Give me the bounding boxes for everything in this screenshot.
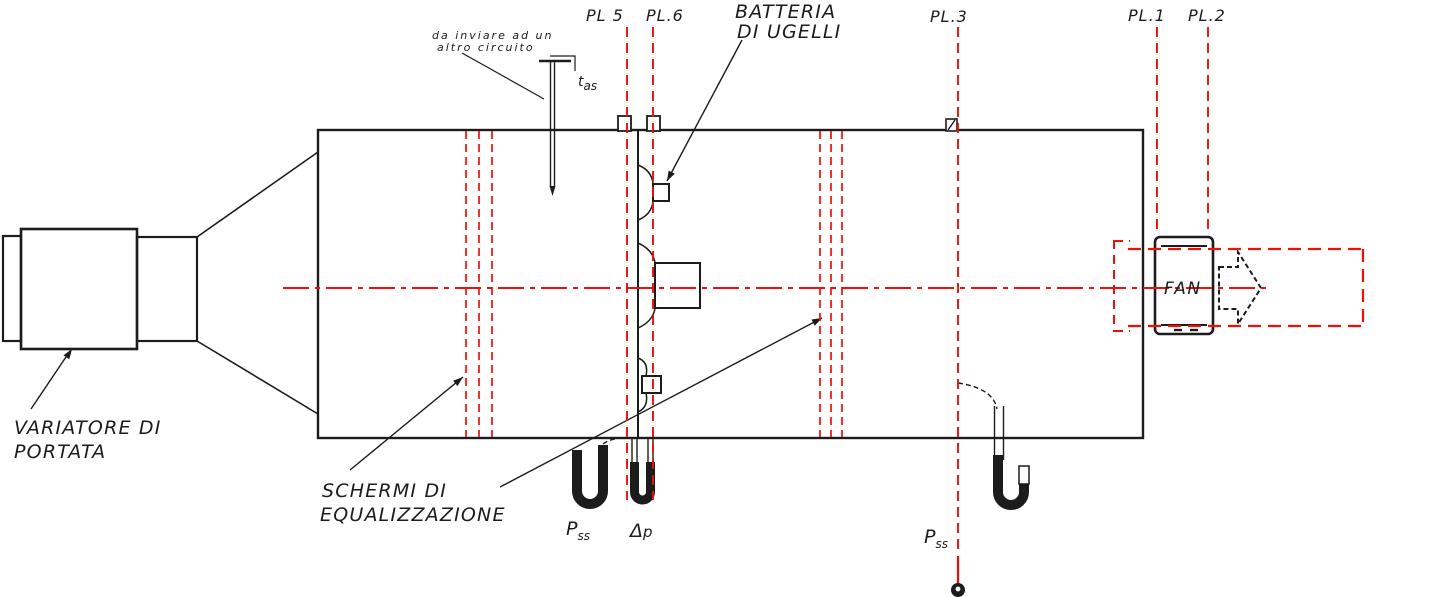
label-batteria-line2: DI UGELLI	[737, 21, 841, 43]
equalization-screens-1	[465, 131, 493, 437]
temperature-probe	[539, 55, 576, 196]
label-variatore-line2: PORTATA	[14, 441, 106, 463]
flow-arrow-icon	[1218, 248, 1263, 328]
datum-marker	[951, 583, 965, 597]
label-pl6: PL.6	[646, 6, 684, 25]
label-schermi-line1: SCHERMI DI	[322, 480, 447, 502]
arrowhead	[63, 349, 72, 360]
leader-note	[461, 52, 545, 100]
manometer-dp	[630, 462, 655, 505]
static-tap-pl3	[945, 118, 958, 132]
leader-schermi-2	[499, 317, 823, 488]
arrowhead	[453, 377, 463, 387]
label-fan: FAN	[1164, 279, 1202, 299]
duct-outline	[316, 128, 1145, 440]
manometer-hose	[602, 437, 625, 445]
label-pss-right: Pss	[924, 526, 948, 551]
label-pl2: PL.2	[1188, 6, 1226, 25]
label-delta-p: Δp	[628, 520, 653, 542]
label-schermi-line2: EQUALIZZAZIONE	[320, 504, 506, 526]
label-note-line2: altro circuito	[437, 41, 535, 54]
nozzle-battery	[637, 131, 701, 437]
contraction-cone	[196, 151, 319, 415]
leader-schermi-1	[349, 376, 464, 471]
leader-variatore	[30, 349, 72, 410]
fan-discharge-outline	[1128, 247, 1365, 328]
label-variatore-line1: VARIATORE DI	[14, 417, 162, 439]
wall-ports-bottom	[631, 438, 654, 466]
arrowhead	[667, 170, 675, 181]
nozzle-upper	[652, 183, 670, 202]
flow-variator	[1, 227, 199, 351]
fan-inlet-outline	[1113, 240, 1130, 332]
label-note-line1: da inviare ad un	[432, 29, 554, 42]
label-pl1: PL.1	[1128, 6, 1166, 25]
label-pl3: PL.3	[930, 7, 968, 26]
label-pl5: PL 5	[586, 6, 624, 25]
nozzle-lower	[641, 375, 662, 394]
leader-batteria	[666, 39, 743, 182]
manometer-pss	[572, 437, 625, 509]
label-probe-tas: tas	[578, 74, 597, 93]
label-pss-left: Pss	[566, 518, 590, 543]
nozzle-center	[654, 262, 701, 309]
label-batteria-line1: BATTERIA	[735, 1, 836, 23]
equalization-screens-2	[819, 131, 843, 437]
manometer-pss-right	[957, 382, 1030, 510]
